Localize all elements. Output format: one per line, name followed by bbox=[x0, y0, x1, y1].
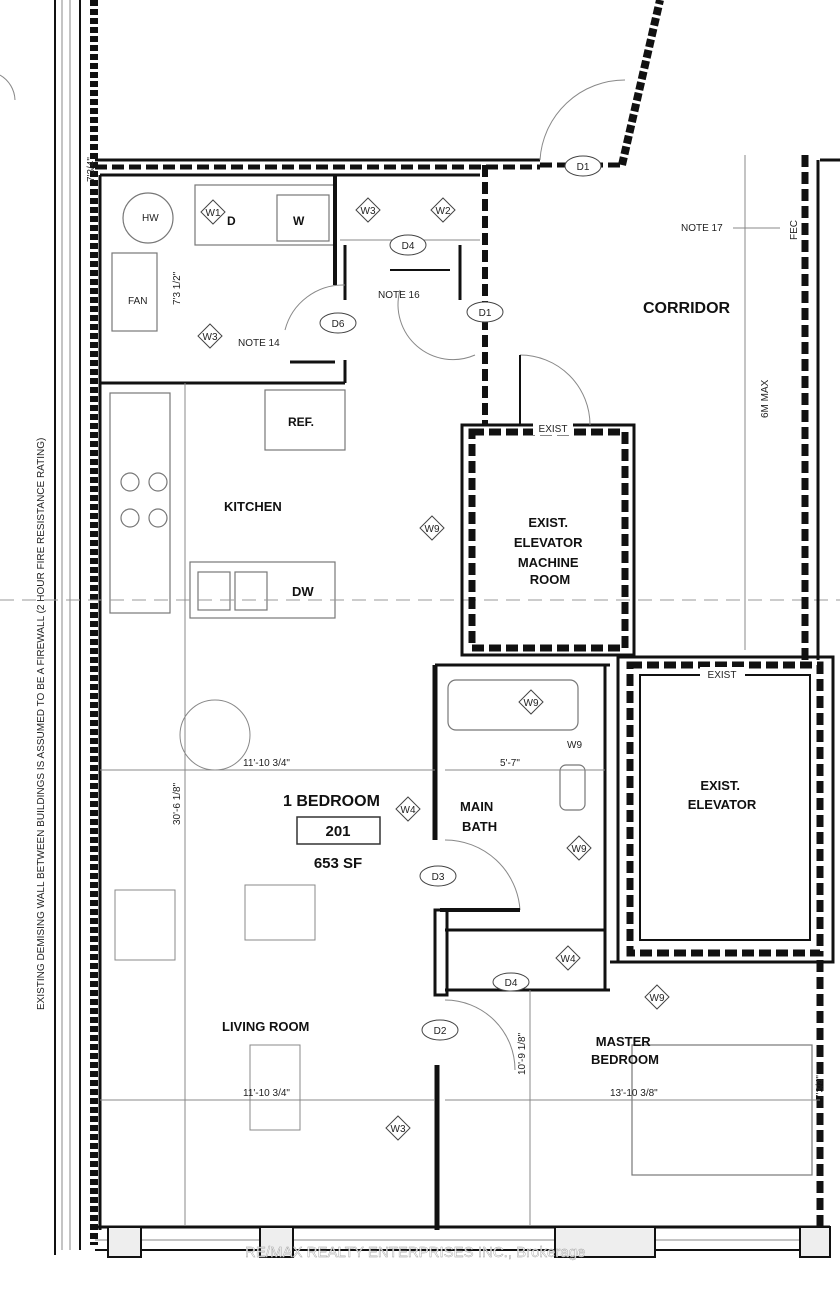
room-main-bath: MAIN BATH bbox=[460, 799, 497, 834]
dim-laundry: 7'3 1/2" bbox=[172, 271, 183, 305]
dim-bed-width: 13'-10 3/8" bbox=[610, 1088, 658, 1099]
tag-d1: D1 bbox=[466, 301, 504, 323]
svg-text:W9: W9 bbox=[425, 524, 440, 535]
svg-text:W9: W9 bbox=[650, 993, 665, 1004]
dim-right: 7'3/4" bbox=[815, 1075, 826, 1100]
tag-d1-top: D1 bbox=[564, 155, 602, 177]
tag-d3: D3 bbox=[419, 865, 457, 887]
firewall-note: EXISTING DEMISING WALL BETWEEN BUILDINGS… bbox=[36, 438, 47, 1010]
left-firewall bbox=[54, 0, 98, 1255]
dim-depth: 30'-6 1/8" bbox=[172, 782, 183, 825]
fixture-washer: W bbox=[293, 214, 305, 228]
unit-number-box bbox=[296, 816, 381, 845]
room-corridor: CORRIDOR bbox=[643, 300, 731, 317]
svg-text:EXIST: EXIST bbox=[708, 670, 737, 681]
tag-w9-bath: W9 bbox=[518, 689, 544, 715]
dim-width-2: 11'-10 3/4" bbox=[243, 1088, 290, 1099]
room-kitchen: KITCHEN bbox=[224, 499, 282, 514]
tag-w2: W2 bbox=[430, 197, 456, 223]
tag-d4-bed: D4 bbox=[492, 972, 530, 992]
svg-text:D1: D1 bbox=[577, 162, 590, 173]
room-elevator: EXIST. ELEVATOR bbox=[688, 778, 757, 812]
room-master-bedroom: MASTER BEDROOM bbox=[591, 1034, 659, 1067]
room-living: LIVING ROOM bbox=[222, 1019, 309, 1034]
dim-width-1: 11'-10 3/4" bbox=[243, 758, 290, 769]
svg-text:D4: D4 bbox=[505, 978, 518, 989]
tag-d6: D6 bbox=[319, 312, 357, 334]
unit-area: 653 SF bbox=[314, 855, 362, 872]
fixture-dw: DW bbox=[292, 584, 314, 599]
svg-text:D1: D1 bbox=[479, 308, 492, 319]
svg-text:W3: W3 bbox=[361, 206, 376, 217]
tag-w4-closet: W4 bbox=[555, 945, 581, 971]
svg-text:W9: W9 bbox=[572, 844, 587, 855]
svg-text:D2: D2 bbox=[434, 1026, 447, 1037]
note-14: NOTE 14 bbox=[238, 338, 280, 349]
svg-text:D4: D4 bbox=[402, 241, 415, 252]
tag-w1: W1 bbox=[200, 199, 226, 225]
tag-w3-laundry: W3 bbox=[197, 323, 223, 349]
svg-text:D6: D6 bbox=[332, 319, 345, 330]
tag-w9-right: W9 bbox=[567, 740, 582, 751]
dim-bath: 5'-7" bbox=[500, 758, 520, 769]
svg-text:W3: W3 bbox=[203, 332, 218, 343]
tag-d2: D2 bbox=[421, 1019, 459, 1041]
svg-text:W9: W9 bbox=[524, 698, 539, 709]
note-fec: FEC bbox=[789, 220, 800, 240]
dim-top: 7'3/4" bbox=[86, 157, 97, 182]
tag-exist-machine: EXIST bbox=[533, 420, 573, 435]
tag-exist-elevator: EXIST bbox=[700, 667, 745, 681]
svg-text:W4: W4 bbox=[561, 954, 576, 965]
unit-name: 1 BEDROOM bbox=[283, 793, 380, 810]
corridor-door bbox=[539, 79, 626, 161]
dim-bed-depth: 10'-9 1/8" bbox=[517, 1032, 528, 1075]
fixture-fan: FAN bbox=[128, 296, 147, 307]
fixture-dryer: D bbox=[227, 214, 236, 228]
svg-text:EXIST: EXIST bbox=[539, 424, 568, 435]
svg-text:W4: W4 bbox=[401, 805, 416, 816]
svg-text:W2: W2 bbox=[436, 206, 451, 217]
tag-w3-closet: W3 bbox=[355, 197, 381, 223]
tag-d4-closet: D4 bbox=[389, 234, 427, 256]
svg-text:W3: W3 bbox=[391, 1124, 406, 1135]
svg-text:D3: D3 bbox=[432, 872, 445, 883]
bottom-wall bbox=[95, 1225, 831, 1258]
room-machine: EXIST. ELEVATOR MACHINE ROOM bbox=[514, 515, 586, 587]
svg-text:W1: W1 bbox=[206, 208, 221, 219]
fixture-hw: HW bbox=[142, 213, 159, 224]
tag-w9-bedroom: W9 bbox=[644, 984, 670, 1010]
tag-w9-hall: W9 bbox=[566, 835, 592, 861]
tag-w4-bath: W4 bbox=[395, 796, 421, 822]
svg-text:W9: W9 bbox=[567, 740, 582, 751]
watermark: RE/MAX REALTY ENTERPRISES INC., Brokerag… bbox=[245, 1244, 585, 1261]
note-6m-max: 6M MAX bbox=[760, 379, 771, 418]
fixture-ref: REF. bbox=[288, 415, 314, 429]
tag-w3-living: W3 bbox=[385, 1115, 411, 1141]
note-17: NOTE 17 bbox=[681, 223, 723, 234]
tag-w9-kitchen: W9 bbox=[419, 515, 445, 541]
unit-number: 201 bbox=[325, 823, 350, 840]
top-wall bbox=[95, 158, 620, 177]
note-16: NOTE 16 bbox=[378, 290, 420, 301]
arc-mark bbox=[0, 74, 16, 101]
